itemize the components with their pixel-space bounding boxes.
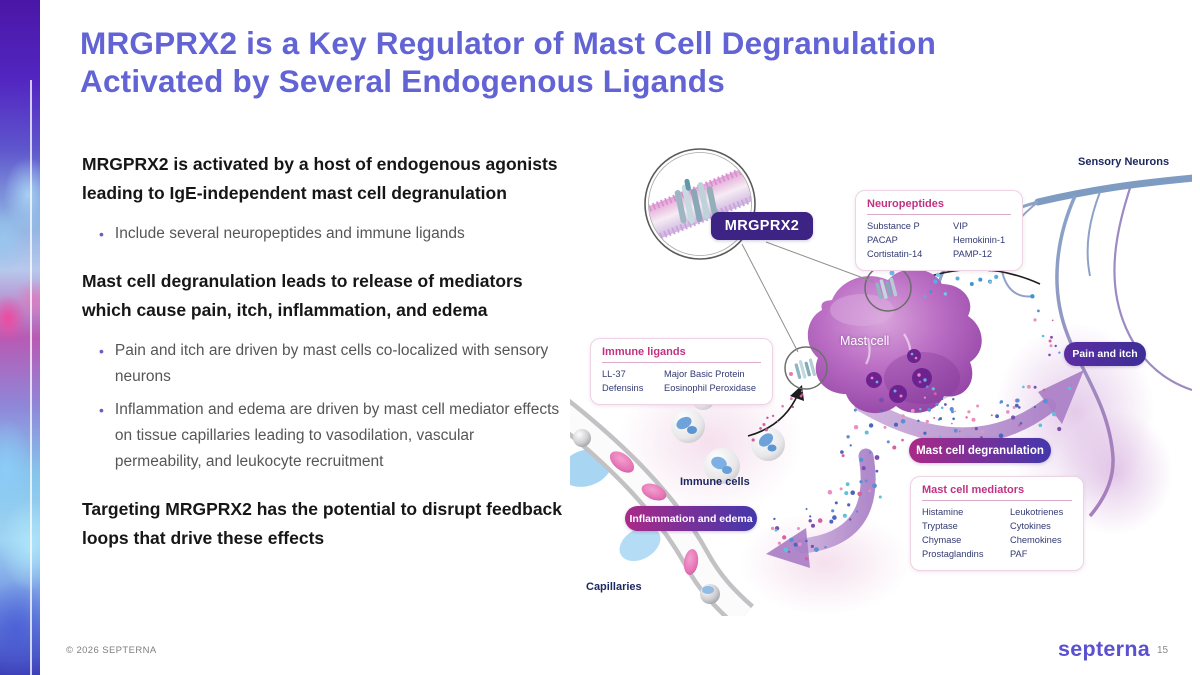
slide-title-line1: MRGPRX2 is a Key Regulator of Mast Cell … [80,25,937,61]
inflammation-edema-pill: Inflammation and edema [625,506,757,531]
mast-cell-diagram: Sensory Neurons Mast cell Immune cells C… [570,138,1192,616]
slide-title: MRGPRX2 is a Key Regulator of Mast Cell … [80,24,1120,100]
mediators-column-1: Histamine Tryptase Chymase Prostaglandin… [922,507,984,559]
mast-cell-label: Mast cell [840,334,890,348]
copyright-text: © 2026 SEPTERNA [66,645,157,656]
immune-ligands-box-title: Immune ligands [602,346,761,363]
mast-cell-mediators-box-title: Mast cell mediators [922,484,1072,501]
mrgprx2-pill: MRGPRX2 [711,212,813,240]
immune-ligands-column-1: LL-37 Defensins [602,369,644,393]
heading-targeting: Targeting MRGPRX2 has the potential to d… [82,499,563,548]
bullet-pain-itch: • Pain and itch are driven by mast cells… [82,338,564,390]
neuropeptides-box-title: Neuropeptides [867,198,1011,215]
mediators-column-2: Leukotrienes Cytokines Chemokines PAF [1010,507,1064,559]
neuropeptides-column-2: VIP Hemokinin-1 PAMP-12 [953,221,1006,259]
mast-cell-degranulation-pill: Mast cell degranulation [909,438,1051,463]
decorative-art-strip [0,0,40,675]
slide-title-line2: Activated by Several Endogenous Ligands [80,63,725,99]
sensory-neurons-label: Sensory Neurons [1078,156,1170,168]
bullet-inflammation-edema: • Inflammation and edema are driven by m… [82,397,564,475]
neuropeptides-column-1: Substance P PACAP Cortistatin-14 [867,221,923,259]
capillaries-label: Capillaries [586,581,642,593]
bullet-dot: • [99,226,104,242]
bullet-dot: • [99,402,104,418]
mast-cell-mediators-box: Mast cell mediators Histamine Tryptase C… [910,476,1084,571]
bullet-dot: • [99,343,104,359]
gpcr-receptor-icon [674,178,718,224]
septerna-logo: septerna [1058,637,1151,661]
bullet-neuropeptides-ligands: • Include several neuropeptides and immu… [82,221,564,247]
pain-itch-pill: Pain and itch [1064,342,1146,366]
diagram-illustration [570,148,1192,616]
heading-agonists: MRGPRX2 is activated by a host of endoge… [82,154,558,203]
neuropeptides-box: Neuropeptides Substance P PACAP Cortista… [855,190,1023,271]
body-text-column: MRGPRX2 is activated by a host of endoge… [82,150,564,553]
page-number: 15 [1157,645,1169,656]
immune-ligands-box: Immune ligands LL-37 Defensins Major Bas… [590,338,773,405]
immune-ligands-column-2: Major Basic Protein Eosinophil Peroxidas… [664,369,756,393]
heading-degranulation: Mast cell degranulation leads to release… [82,271,523,320]
art-strip-highlight [30,80,32,675]
immune-cells-label: Immune cells [680,476,750,488]
